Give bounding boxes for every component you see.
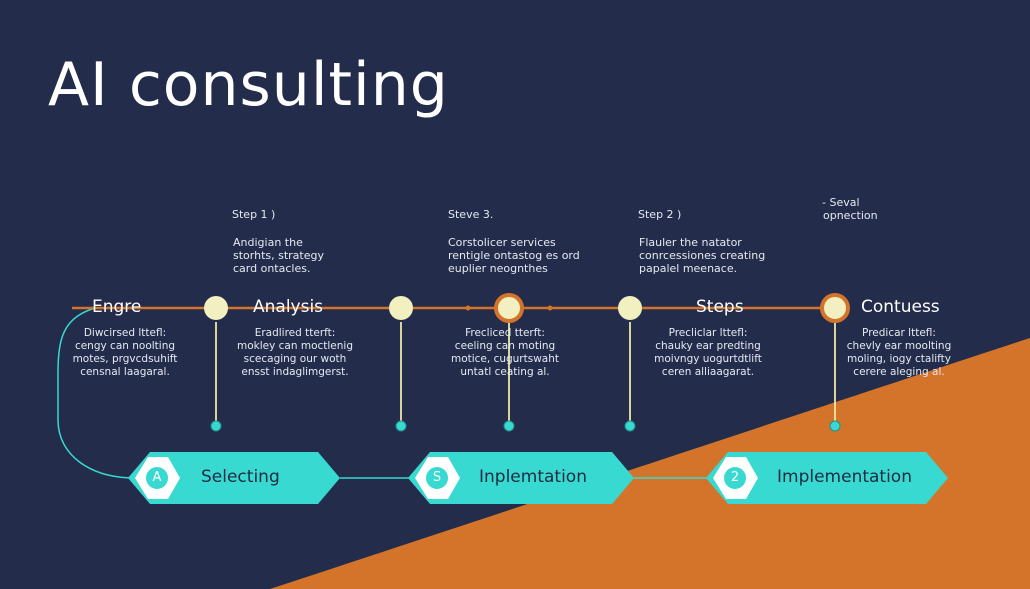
- node-label: Analysis: [253, 297, 324, 317]
- chevron-implementation-1: [408, 452, 634, 504]
- teal-end-dot: [624, 420, 636, 432]
- chevron-badge: 2: [730, 470, 740, 485]
- step-description: opnection: [823, 209, 878, 222]
- chevron-label: Inplemtation: [479, 467, 587, 487]
- timeline-node-highlight: [494, 293, 524, 323]
- teal-end-dot: [829, 420, 841, 432]
- chevron-implementation-2: [706, 452, 948, 504]
- teal-end-dot: [210, 420, 222, 432]
- timeline-node: [204, 296, 228, 320]
- timeline-node: [389, 296, 413, 320]
- node-label: Engre: [92, 297, 142, 317]
- chevron-selecting: [128, 452, 340, 504]
- step-label: Step 2 ): [638, 208, 682, 221]
- orange-wedge: [270, 338, 1030, 589]
- timeline-node-highlight: [820, 293, 850, 323]
- step-label: - Seval: [822, 196, 860, 209]
- page-title: AI consulting: [48, 50, 449, 120]
- node-label: Contuess: [861, 297, 940, 317]
- chevron-label: Implementation: [777, 467, 912, 487]
- timeline-dot: [465, 305, 471, 311]
- chevron-label: Selecting: [201, 467, 280, 487]
- chevron-badge: S: [432, 470, 442, 485]
- teal-end-dot: [503, 420, 515, 432]
- chevron-badge: A: [152, 470, 162, 485]
- step-label: Step 1 ): [232, 208, 276, 221]
- left-loop-connector: [57, 307, 136, 479]
- teal-end-dot: [395, 420, 407, 432]
- timeline-node: [618, 296, 642, 320]
- step-label: Steve 3.: [448, 208, 494, 221]
- timeline-dot: [547, 305, 553, 311]
- node-label: Steps: [696, 297, 744, 317]
